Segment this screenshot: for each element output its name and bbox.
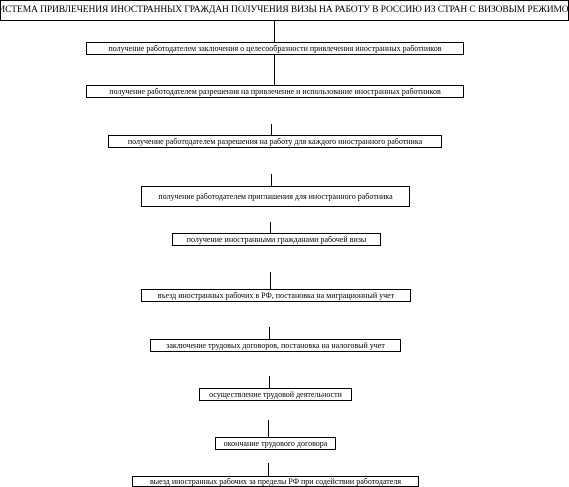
connector-step-5-to-step-6 xyxy=(270,272,271,289)
connector-step-9-to-step-10 xyxy=(268,463,269,476)
step-box-4: получение работодателем приглашения для … xyxy=(141,186,410,207)
step-box-6: въезд иностранных рабочих в РФ, постанов… xyxy=(141,289,411,302)
connector-step-2-to-step-3 xyxy=(271,124,272,135)
connector-step-3-to-step-4 xyxy=(271,174,272,186)
step-box-10: выезд иностранных рабочих за пределы РФ … xyxy=(132,476,419,487)
step-box-7: заключение трудовых договоров, постановк… xyxy=(150,339,401,352)
connector-step-1-to-step-2 xyxy=(274,55,275,85)
step-label-5: получение иностранными гражданами рабоче… xyxy=(186,234,367,244)
step-label-9: окончание трудового договора xyxy=(223,438,328,448)
step-box-3: получение работодателем разрешения на ра… xyxy=(108,135,442,148)
step-box-8: осуществление трудовой деятельности xyxy=(199,388,352,401)
step-box-2: получение работодателем разрешения на пр… xyxy=(86,85,464,98)
connector-step-4-to-step-5 xyxy=(270,222,271,233)
step-label-10: выезд иностранных рабочих за пределы РФ … xyxy=(149,476,402,486)
connector-step-6-to-step-7 xyxy=(269,327,270,339)
step-box-9: окончание трудового договора xyxy=(215,437,336,450)
step-box-1: получение работодателем заключения о цел… xyxy=(86,42,464,55)
connector-title-to-step-1 xyxy=(274,21,275,42)
step-label-3: получение работодателем разрешения на ра… xyxy=(127,136,423,146)
step-box-5: получение иностранными гражданами рабоче… xyxy=(172,233,381,246)
connector-step-7-to-step-8 xyxy=(269,376,270,388)
diagram-title-box: СИСТЕМА ПРИВЛЕЧЕНИЯ ИНОСТРАННЫХ ГРАЖДАН … xyxy=(0,0,569,21)
step-label-2: получение работодателем разрешения на пр… xyxy=(109,86,441,96)
step-label-6: въезд иностранных рабочих в РФ, постанов… xyxy=(157,290,395,300)
diagram-title: СИСТЕМА ПРИВЛЕЧЕНИЯ ИНОСТРАННЫХ ГРАЖДАН … xyxy=(0,4,569,15)
connector-step-8-to-step-9 xyxy=(268,420,269,437)
step-label-4: получение работодателем приглашения для … xyxy=(158,191,393,201)
step-label-7: заключение трудовых договоров, постановк… xyxy=(166,340,385,350)
step-label-1: получение работодателем заключения о цел… xyxy=(108,43,442,53)
step-label-8: осуществление трудовой деятельности xyxy=(209,389,342,399)
